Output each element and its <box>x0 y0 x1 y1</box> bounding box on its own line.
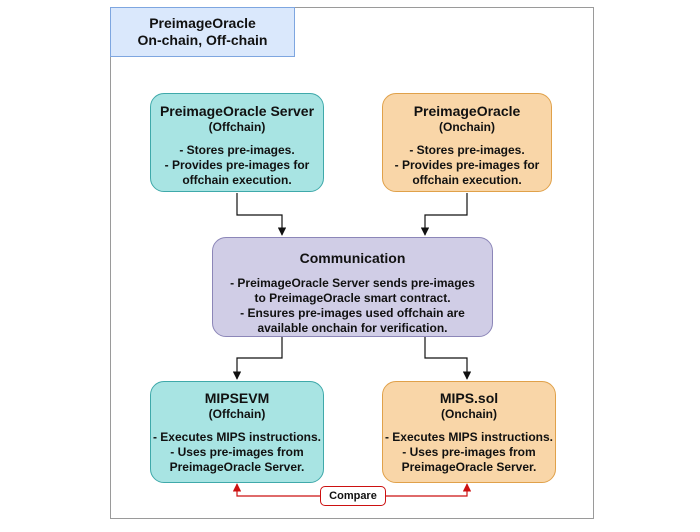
node-mipssol-subtitle: (Onchain) <box>441 407 497 421</box>
diagram-title-line1: PreimageOracle <box>149 15 256 31</box>
node-mipssol-line-1: - Executes MIPS instructions. <box>384 430 554 444</box>
node-mipsevm-line-1: - Executes MIPS instructions. <box>152 430 322 444</box>
node-preimageoracle-server: PreimageOracle Server (Offchain) - Store… <box>150 93 324 192</box>
node-server-subtitle: (Offchain) <box>208 120 266 134</box>
node-oracle-title: PreimageOracle <box>413 103 521 119</box>
node-server-title: PreimageOracle Server <box>159 103 315 119</box>
node-mipsevm-subtitle: (Offchain) <box>208 407 266 421</box>
node-mipssol-line-2: - Uses pre-images from <box>402 445 536 459</box>
node-oracle-line-3: offchain execution. <box>412 173 522 187</box>
node-oracle-subtitle: (Onchain) <box>439 120 495 134</box>
node-communication: Communication - PreimageOracle Server se… <box>212 237 493 337</box>
node-preimageoracle-onchain: PreimageOracle (Onchain) - Stores pre-im… <box>382 93 552 192</box>
node-mipsevm: MIPSEVM (Offchain) - Executes MIPS instr… <box>150 381 324 483</box>
node-mipsevm-line-3: PreimageOracle Server. <box>169 460 305 474</box>
node-communication-line-4: available onchain for verification. <box>257 321 448 335</box>
node-server-line-1: - Stores pre-images. <box>179 143 295 157</box>
node-server-line-2: - Provides pre-images for <box>164 158 310 172</box>
node-mipssol-line-3: PreimageOracle Server. <box>401 460 537 474</box>
node-communication-title: Communication <box>299 250 406 266</box>
diagram-title: PreimageOracle On-chain, Off-chain <box>110 7 295 57</box>
node-mipsevm-line-2: - Uses pre-images from <box>170 445 304 459</box>
node-server-line-3: offchain execution. <box>182 173 292 187</box>
compare-label-text: Compare <box>329 490 377 502</box>
compare-label: Compare <box>320 486 386 506</box>
node-oracle-line-1: - Stores pre-images. <box>409 143 525 157</box>
node-mipsevm-title: MIPSEVM <box>204 390 270 406</box>
node-mips-sol: MIPS.sol (Onchain) - Executes MIPS instr… <box>382 381 556 483</box>
node-communication-line-3: - Ensures pre-images used offchain are <box>240 306 465 320</box>
node-communication-line-2: to PreimageOracle smart contract. <box>254 291 451 305</box>
node-communication-line-1: - PreimageOracle Server sends pre-images <box>230 276 475 290</box>
node-oracle-line-2: - Provides pre-images for <box>394 158 540 172</box>
diagram-title-line2: On-chain, Off-chain <box>137 32 268 48</box>
node-mipssol-title: MIPS.sol <box>439 390 499 406</box>
